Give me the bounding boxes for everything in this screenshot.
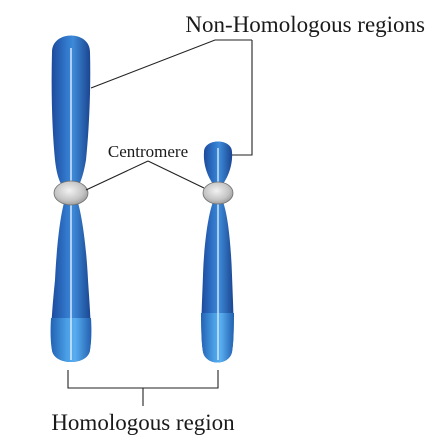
homologous-label: Homologous region [51, 410, 235, 435]
small-chromosome [201, 142, 234, 363]
leader-line-nonhomologous-right [232, 40, 252, 155]
leader-line-centromere-left [86, 161, 148, 190]
large-centromere [54, 181, 88, 205]
homologous-bracket [68, 370, 218, 388]
leader-line-centromere-right [148, 161, 204, 188]
nonhomologous-label: Non-Homologous regions [185, 12, 425, 37]
leader-line-nonhomologous-left [91, 40, 252, 88]
centromere-label: Centromere [108, 142, 188, 161]
large-chromosome [51, 36, 92, 363]
small-centromere [203, 182, 233, 204]
